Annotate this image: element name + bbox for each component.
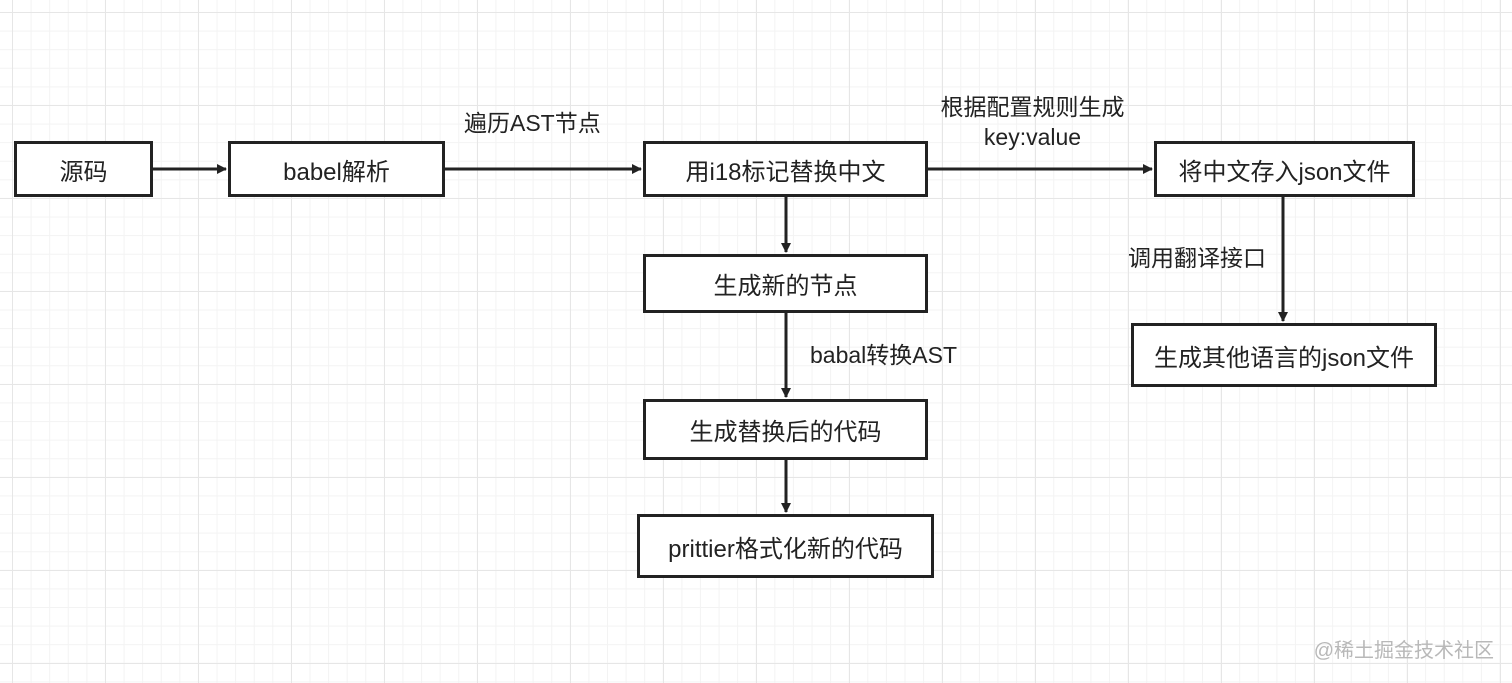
label-translate-api: 调用翻译接口: [1128, 245, 1266, 271]
node-mark-replace: 用i18标记替换中文: [643, 141, 928, 197]
label-traverse-ast: 遍历AST节点: [464, 110, 601, 136]
node-save-json: 将中文存入json文件: [1154, 141, 1415, 197]
label-config-rule-line2: key:value: [983, 124, 1082, 150]
node-babel-parse: babel解析: [228, 141, 445, 197]
node-gen-code: 生成替换后的代码: [643, 399, 928, 460]
node-gen-node: 生成新的节点: [643, 254, 928, 313]
watermark: @稀土掘金技术社区: [1313, 640, 1494, 662]
node-source: 源码: [14, 141, 153, 197]
node-prettier: prittier格式化新的代码: [637, 514, 934, 578]
node-other-lang: 生成其他语言的json文件: [1131, 323, 1437, 387]
label-babal-transform: babal转换AST: [810, 342, 958, 368]
label-config-rule-line1: 根据配置规则生成: [940, 94, 1125, 120]
label-config-rule: 根据配置规则生成 key:value: [920, 92, 1145, 152]
